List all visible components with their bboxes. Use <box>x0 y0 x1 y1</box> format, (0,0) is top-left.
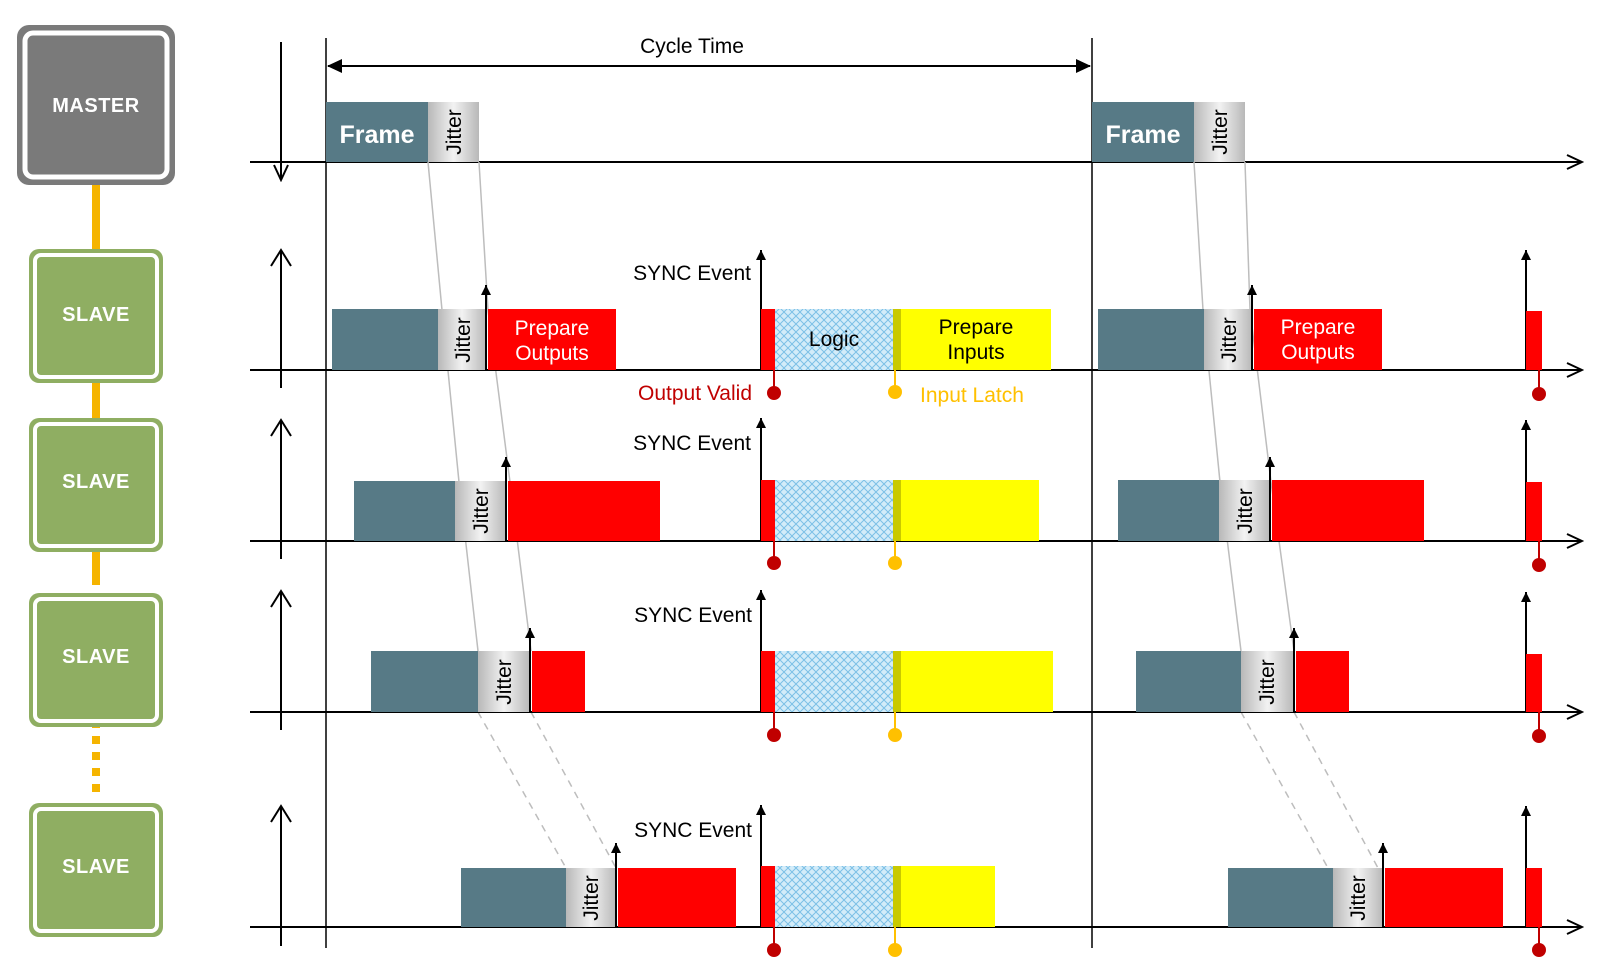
prepare-inputs-label-line1: Prepare <box>939 316 1014 339</box>
logic-block <box>775 309 893 370</box>
logic-block <box>775 651 893 712</box>
master-jitter-1 <box>428 102 479 162</box>
frame-block <box>1136 651 1241 712</box>
logic-block <box>775 866 893 927</box>
logic-block <box>775 480 893 541</box>
input-latch-dot <box>888 556 902 570</box>
output-valid-dot <box>767 386 781 400</box>
master-node: MASTER <box>17 25 175 185</box>
jitter-label: Jitter <box>470 488 493 534</box>
jitter-block <box>566 868 616 927</box>
jitter-label: Jitter <box>580 875 603 921</box>
sync-event-label: SYNC Event <box>634 819 752 842</box>
logic-label: Logic <box>809 328 859 351</box>
prepare-inputs-block <box>901 309 1051 370</box>
prepare-outputs-block <box>1296 651 1349 712</box>
master-jitter-2 <box>1194 102 1245 162</box>
frame-block <box>371 651 478 712</box>
slave-node-2: SLAVE <box>29 418 163 552</box>
jitter-block <box>438 309 486 370</box>
output-valid-dot <box>1532 943 1546 957</box>
slave-label: SLAVE <box>62 471 130 493</box>
cycle-time-indicator: Cycle Time <box>325 35 1093 948</box>
input-latch-dot <box>888 385 902 399</box>
prepare-outputs-block <box>1385 868 1503 927</box>
prepare-outputs-label-line2: Outputs <box>515 342 589 365</box>
master-frame-1 <box>326 102 428 162</box>
prepare-inputs-label-line2: Inputs <box>947 341 1004 364</box>
frame-block <box>1228 868 1333 927</box>
slave-label: SLAVE <box>62 856 130 878</box>
frame-block <box>461 868 566 927</box>
frame-block <box>1098 309 1204 370</box>
jitter-label: Jitter <box>1347 875 1370 921</box>
frame-block <box>332 309 438 370</box>
jitter-block <box>455 481 506 541</box>
sync-event-label: SYNC Event <box>633 262 751 285</box>
prepare-inputs-block <box>901 480 1039 541</box>
slave-timeline-3: Jitter SYNC Event Jitter <box>250 589 1582 743</box>
output-valid-label: Output Valid <box>638 382 752 405</box>
jitter-block <box>1333 868 1383 927</box>
jitter-label: Jitter <box>452 317 475 363</box>
output-valid-block <box>761 309 775 370</box>
prepare-outputs-block <box>1272 480 1424 541</box>
jitter-label: Jitter <box>443 109 466 155</box>
master-timeline: Frame Jitter Frame Jitter <box>250 42 1582 180</box>
jitter-block <box>1219 480 1270 541</box>
frame-block <box>354 481 455 541</box>
slave-timeline-4: Jitter SYNC Event Jitter <box>250 804 1582 957</box>
prepare-inputs-block <box>901 651 1053 712</box>
jitter-block <box>1204 309 1252 370</box>
sync-event-label: SYNC Event <box>633 432 751 455</box>
jitter-label: Jitter <box>1209 109 1232 155</box>
cycle-time-label: Cycle Time <box>640 35 744 58</box>
input-latch-marker <box>893 309 901 370</box>
prepare-outputs-block <box>488 309 616 370</box>
node-chain: MASTER SLAVE SLAVE SLAVE SLAVE <box>17 25 175 937</box>
input-latch-dot <box>888 728 902 742</box>
slave-label: SLAVE <box>62 304 130 326</box>
output-valid-dot <box>767 943 781 957</box>
slave-label: SLAVE <box>62 646 130 668</box>
output-valid-dot <box>1532 729 1546 743</box>
propagation-lines <box>427 161 1379 869</box>
jitter-block <box>478 651 530 712</box>
prepare-outputs-label-line1: Prepare <box>1281 316 1356 339</box>
output-valid-dot <box>1532 558 1546 572</box>
jitter-block <box>1241 651 1294 712</box>
prepare-outputs-block <box>532 651 585 712</box>
master-label: MASTER <box>52 95 140 117</box>
output-valid-dot <box>1532 387 1546 401</box>
prepare-outputs-block <box>618 868 736 927</box>
input-latch-label: Input Latch <box>920 384 1024 407</box>
slave-node-3: SLAVE <box>29 593 163 727</box>
frame-label: Frame <box>339 121 414 149</box>
prepare-outputs-block <box>1254 309 1382 370</box>
slave-node-1: SLAVE <box>29 249 163 383</box>
slave-timeline-1: Jitter Prepare Outputs SYNC Event Logic … <box>250 248 1582 407</box>
jitter-label: Jitter <box>1234 488 1257 534</box>
slave-node-4: SLAVE <box>29 803 163 937</box>
output-valid-dot <box>767 556 781 570</box>
jitter-label: Jitter <box>1218 317 1241 363</box>
prepare-outputs-block <box>508 481 660 541</box>
prepare-outputs-label-line1: Prepare <box>515 317 590 340</box>
prepare-outputs-label-line2: Outputs <box>1281 341 1355 364</box>
jitter-label: Jitter <box>493 659 516 705</box>
slave-timeline-2: Jitter SYNC Event Jitter <box>250 418 1582 572</box>
jitter-label: Jitter <box>1256 659 1279 705</box>
input-latch-dot <box>888 943 902 957</box>
frame-label: Frame <box>1105 121 1180 149</box>
output-valid-dot <box>767 728 781 742</box>
prepare-inputs-block <box>901 866 995 927</box>
master-frame-2 <box>1092 102 1194 162</box>
sync-event-label: SYNC Event <box>634 604 752 627</box>
frame-block <box>1118 480 1219 541</box>
